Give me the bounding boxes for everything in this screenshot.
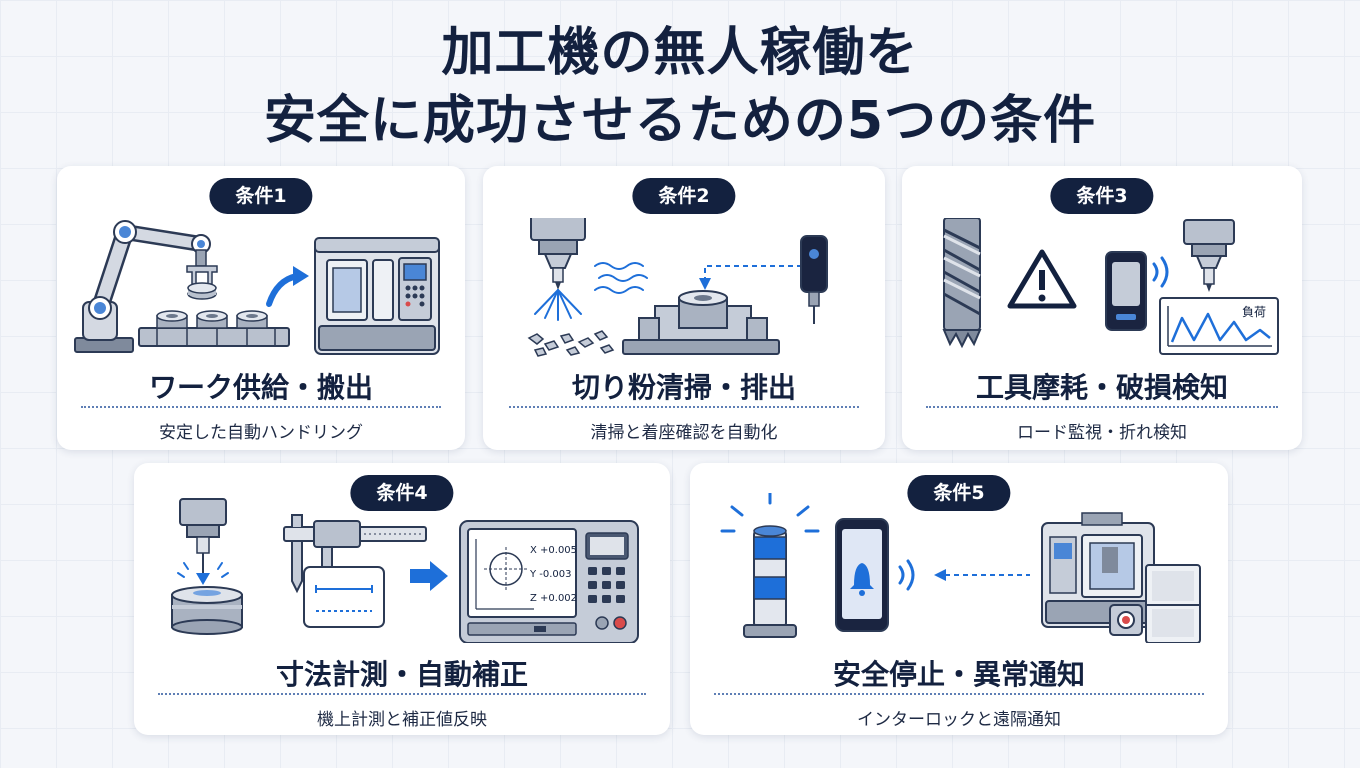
condition-heading: ワーク供給・搬出 bbox=[148, 371, 373, 404]
condition-card-4: 条件4 bbox=[134, 463, 670, 735]
wireless-sensor-icon bbox=[1105, 251, 1169, 331]
smartphone-bell-icon bbox=[835, 518, 1030, 632]
condition-badge: 条件4 bbox=[350, 475, 454, 511]
safety-door-icon bbox=[1109, 564, 1201, 643]
card3-illustration: 負荷 bbox=[942, 218, 1279, 355]
card2-illustration bbox=[527, 218, 828, 357]
warning-icon bbox=[1007, 249, 1077, 309]
chips-icon bbox=[527, 330, 615, 357]
condition-heading: 切り粉清掃・排出 bbox=[571, 371, 796, 404]
readout-x: X +0.005 bbox=[530, 545, 577, 556]
condition-subtitle: 安定した自動ハンドリング bbox=[159, 423, 363, 443]
cnc-machine-icon bbox=[314, 237, 440, 355]
divider bbox=[926, 406, 1278, 408]
condition-card-1: 条件1 bbox=[57, 166, 465, 450]
spindle-icon bbox=[1183, 219, 1235, 292]
signal-tower-icon bbox=[720, 493, 820, 638]
divider bbox=[158, 693, 646, 695]
condition-subtitle: インターロックと遠隔通知 bbox=[857, 710, 1061, 730]
graph-label: 負荷 bbox=[1242, 305, 1266, 319]
condition-heading: 工具摩耗・破損検知 bbox=[975, 371, 1228, 404]
pallet-workpieces-icon bbox=[138, 310, 290, 347]
divider bbox=[81, 406, 441, 408]
arrow-right-icon bbox=[410, 561, 448, 591]
air-blow-icon bbox=[534, 262, 648, 321]
condition-badge: 条件2 bbox=[632, 178, 736, 214]
readout-z: Z +0.002 bbox=[530, 593, 577, 604]
touch-probe-icon bbox=[171, 498, 243, 635]
condition-card-2: 条件2 bbox=[483, 166, 885, 450]
robot-arm-icon bbox=[74, 220, 218, 353]
condition-subtitle: ロード監視・折れ検知 bbox=[1017, 423, 1187, 443]
condition-card-3: 条件3 負荷 bbox=[902, 166, 1302, 450]
end-mill-icon bbox=[942, 218, 982, 349]
card4-illustration: X +0.005 Y -0.003 Z +0.002 bbox=[171, 498, 639, 643]
divider bbox=[509, 406, 859, 408]
condition-subtitle: 機上計測と補正値反映 bbox=[317, 710, 487, 730]
condition-card-5: 条件5 bbox=[690, 463, 1228, 735]
load-graph-icon: 負荷 bbox=[1159, 297, 1279, 355]
fixture-workpiece-icon bbox=[622, 290, 780, 355]
condition-badge: 条件5 bbox=[907, 475, 1011, 511]
condition-badge: 条件3 bbox=[1050, 178, 1154, 214]
card5-illustration bbox=[720, 493, 1201, 643]
seating-sensor-icon bbox=[699, 235, 828, 324]
page-title-line1: 加工機の無人稼働を bbox=[441, 23, 919, 83]
page-title-line2: 安全に成功させるための5つの条件 bbox=[263, 91, 1097, 151]
condition-subtitle: 清掃と着座確認を自動化 bbox=[590, 423, 778, 443]
caliper-icon bbox=[283, 514, 427, 628]
divider bbox=[714, 693, 1204, 695]
condition-heading: 寸法計測・自動補正 bbox=[275, 658, 528, 691]
control-panel-icon: X +0.005 Y -0.003 Z +0.002 bbox=[459, 520, 639, 643]
curved-arrow-icon bbox=[266, 266, 309, 307]
card1-illustration bbox=[74, 220, 440, 355]
spindle-icon bbox=[530, 218, 586, 290]
condition-badge: 条件1 bbox=[209, 178, 313, 214]
condition-heading: 安全停止・異常通知 bbox=[832, 658, 1085, 691]
readout-y: Y -0.003 bbox=[529, 569, 572, 580]
